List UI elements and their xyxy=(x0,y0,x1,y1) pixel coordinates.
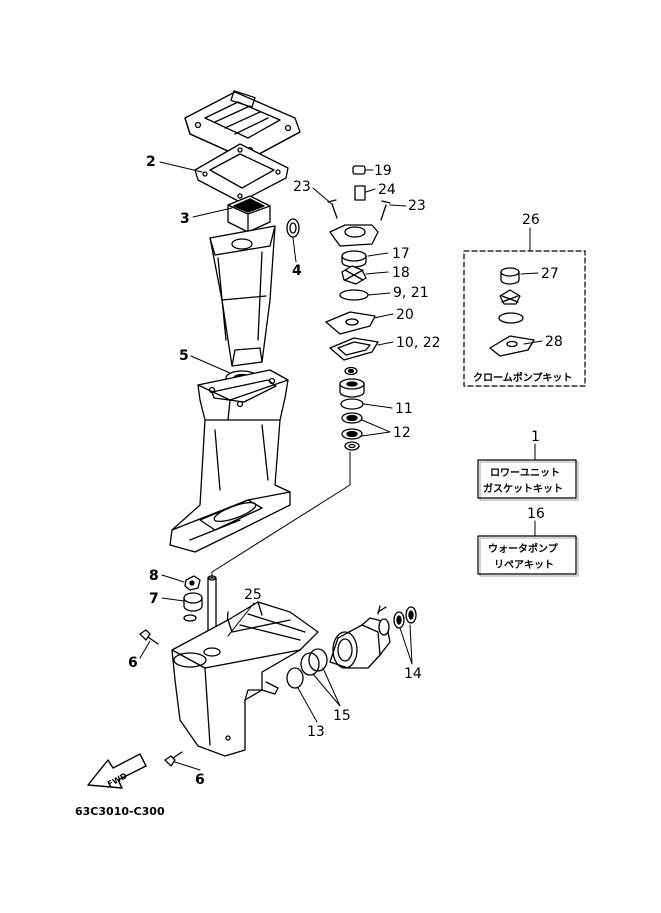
water-pump-kit-number: 16 xyxy=(527,506,545,522)
diagram-code: 63C3010-C300 xyxy=(75,805,165,818)
callout-15: 15 xyxy=(333,708,351,724)
bolt-6-lower-part xyxy=(164,751,183,767)
upper-exhaust-tube-part xyxy=(209,225,276,367)
drive-shaft-housing-part xyxy=(169,369,291,553)
lower-unit-kit-shadow xyxy=(479,461,579,501)
water-pump-kit-shadow xyxy=(479,537,579,577)
fwd-arrow-icon xyxy=(87,753,147,789)
chrome-pump-kit-box xyxy=(463,250,586,387)
seal-7-part xyxy=(183,592,203,622)
callout-3: 3 xyxy=(180,211,190,227)
grommet-4-part xyxy=(286,218,300,238)
nut-8-part xyxy=(184,575,201,591)
callout-20: 20 xyxy=(396,307,414,323)
callout-19: 19 xyxy=(374,163,392,179)
callout-6-upper: 6 xyxy=(128,655,138,671)
water-pump-kit-line2: リペアキット xyxy=(494,559,554,571)
gasket-2-part xyxy=(194,143,289,203)
top-cover-plate-part xyxy=(184,90,301,161)
chrome-pump-kit-label: クロームポンプキット xyxy=(473,371,572,384)
bolt-6-upper-part xyxy=(139,629,159,645)
lower-unit-kit-number: 1 xyxy=(531,429,540,445)
callout-12: 12 xyxy=(393,425,411,441)
callout-6-lower: 6 xyxy=(195,772,205,788)
lower-unit-kit-box xyxy=(477,459,577,499)
seals-14-part xyxy=(393,606,417,629)
chrome-pump-kit-parts xyxy=(489,267,535,357)
callout-10-22: 10, 22 xyxy=(396,335,441,351)
callout-17: 17 xyxy=(392,246,410,262)
lower-unit-kit-line2: ガスケットキット xyxy=(483,482,563,495)
callout-24: 24 xyxy=(378,182,396,198)
o-rings-15-part xyxy=(300,648,328,676)
callout-26: 26 xyxy=(522,212,540,228)
water-pump-kit-box xyxy=(477,535,577,575)
callout-2: 2 xyxy=(146,154,156,170)
callout-8: 8 xyxy=(149,568,159,584)
callout-23-right: 23 xyxy=(408,198,426,214)
o-ring-13-part xyxy=(286,667,304,689)
callout-23-left: 23 xyxy=(293,179,311,195)
callout-13: 13 xyxy=(307,724,325,740)
lower-unit-kit-line1: ロワーユニット xyxy=(490,467,560,479)
callout-numbers: 2 3 4 5 19 24 23 23 17 18 9, 21 20 10, 2… xyxy=(128,154,563,788)
callout-14: 14 xyxy=(404,666,422,682)
callout-18: 18 xyxy=(392,265,410,281)
callout-4: 4 xyxy=(292,263,302,279)
water-pump-kit-line1: ウォータポンプ xyxy=(488,542,559,555)
callout-27: 27 xyxy=(541,266,559,282)
callout-11: 11 xyxy=(395,401,413,417)
leader-lines xyxy=(139,161,543,771)
callout-25: 25 xyxy=(244,587,262,603)
upper-seal-3-part xyxy=(227,195,271,233)
prop-shaft-housing-part xyxy=(329,605,391,669)
gear-case-part xyxy=(171,601,319,757)
callout-9-21: 9, 21 xyxy=(393,285,429,301)
callout-7: 7 xyxy=(149,591,159,607)
water-pump-stack-part xyxy=(325,165,391,451)
callout-5: 5 xyxy=(179,348,189,364)
callout-28: 28 xyxy=(545,334,563,350)
